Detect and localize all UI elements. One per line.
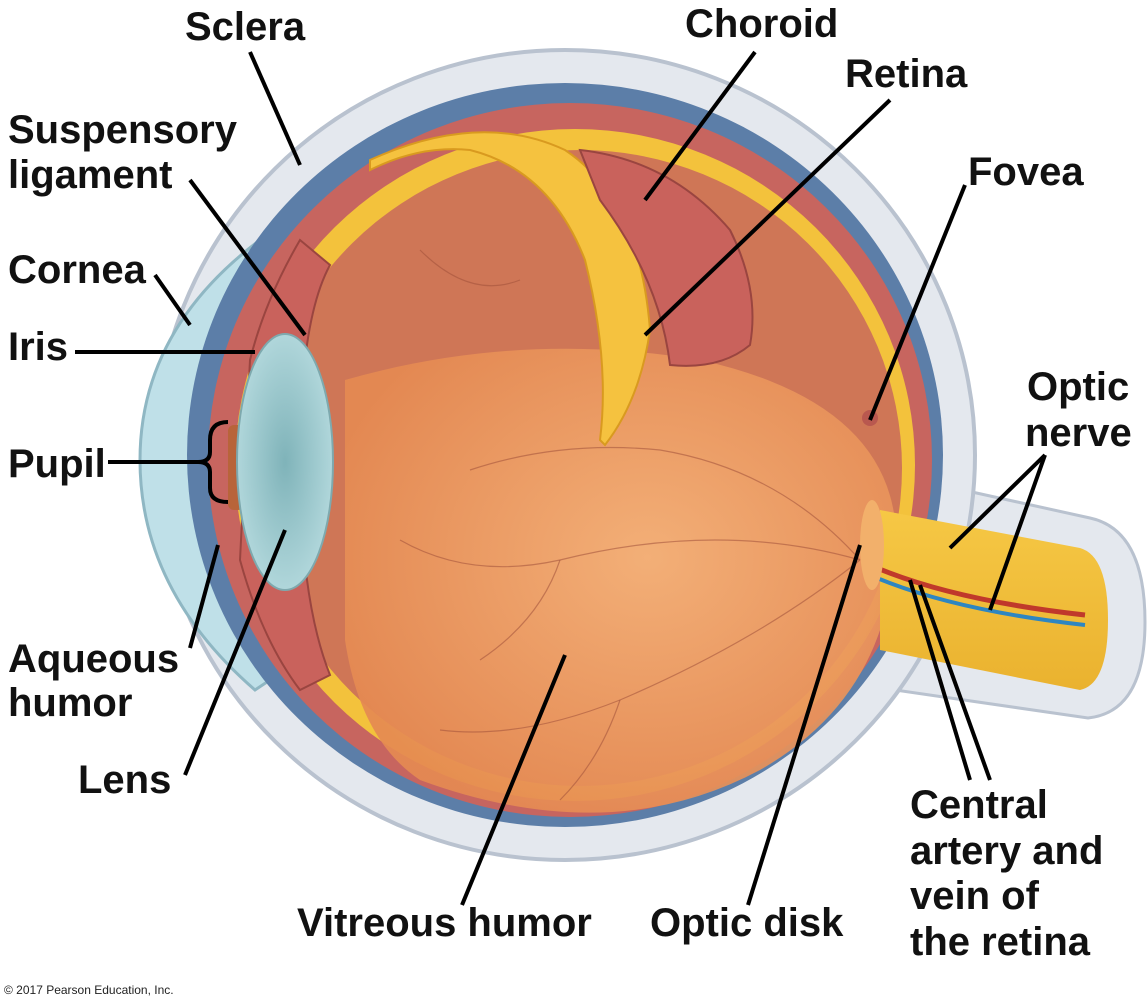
central-vein [869,573,1086,627]
label-central-line4: the retina [910,920,1091,964]
label-fovea: Fovea [968,150,1084,194]
leader-cornea [153,273,192,327]
label-central-line3: vein of [910,874,1040,918]
label-cornea: Cornea [8,248,147,292]
central-artery [868,562,1086,618]
label-optic-disk: Optic disk [650,901,844,945]
label-central-line1: Central [910,783,1048,827]
label-suspensory-line1: Suspensory [8,108,238,152]
copyright-notice: © 2017 Pearson Education, Inc. [4,983,174,997]
label-pupil: Pupil [8,442,106,486]
leader-lines [75,50,1047,906]
leader-lens [183,529,287,776]
leader-choroid [643,50,757,202]
label-optic-nerve-line1: Optic [1027,365,1129,409]
leader-vitreous [460,654,567,906]
leader-suspensory [188,178,307,337]
label-suspensory-line2: ligament [8,153,172,197]
label-choroid: Choroid [685,2,838,46]
leader-optic-disk [746,544,862,906]
label-aqueous-line1: Aqueous [8,637,179,681]
retina-flap [369,131,652,447]
choroid-flap [578,148,754,367]
leader-optic-nerve-1 [948,453,1047,550]
leader-sclera [248,51,302,166]
label-vitreous-humor: Vitreous humor [297,901,592,945]
leader-retina [643,98,892,337]
label-lens: Lens [78,758,171,802]
leader-fovea [868,184,967,421]
label-aqueous-line2: humor [8,681,132,725]
leader-aqueous [188,544,220,649]
label-retina: Retina [845,52,968,96]
label-iris: Iris [8,325,68,369]
leader-optic-nerve-2 [988,454,1047,611]
label-optic-nerve-line2: nerve [1025,411,1132,455]
vitreous-body [345,348,896,813]
leader-central-2 [908,579,972,781]
leader-central-1 [918,584,992,781]
label-central-line2: artery and [910,829,1103,873]
labels: Sclera Choroid Retina Suspensory ligamen… [4,2,1132,997]
eyeball [138,48,1147,862]
optic-disk-shape [860,500,884,590]
label-sclera: Sclera [185,5,306,49]
retinal-vessels [399,249,861,801]
lens-shape [236,333,334,591]
